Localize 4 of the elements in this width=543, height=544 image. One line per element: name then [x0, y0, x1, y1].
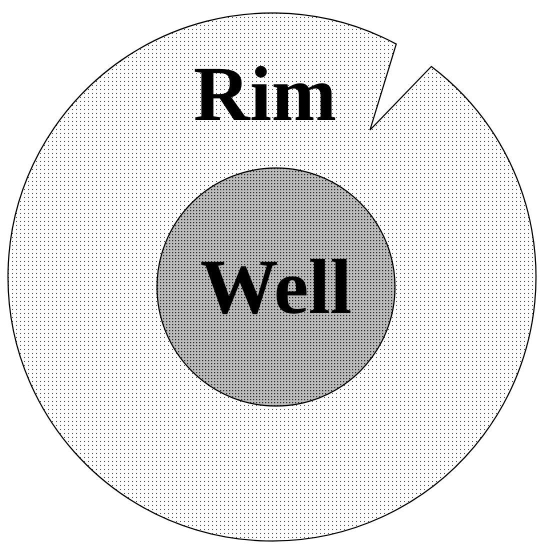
rim-region: [7, 12, 537, 542]
rim-label: Rim: [194, 55, 336, 133]
well-region: [156, 167, 396, 407]
well-label: Well: [200, 248, 352, 326]
